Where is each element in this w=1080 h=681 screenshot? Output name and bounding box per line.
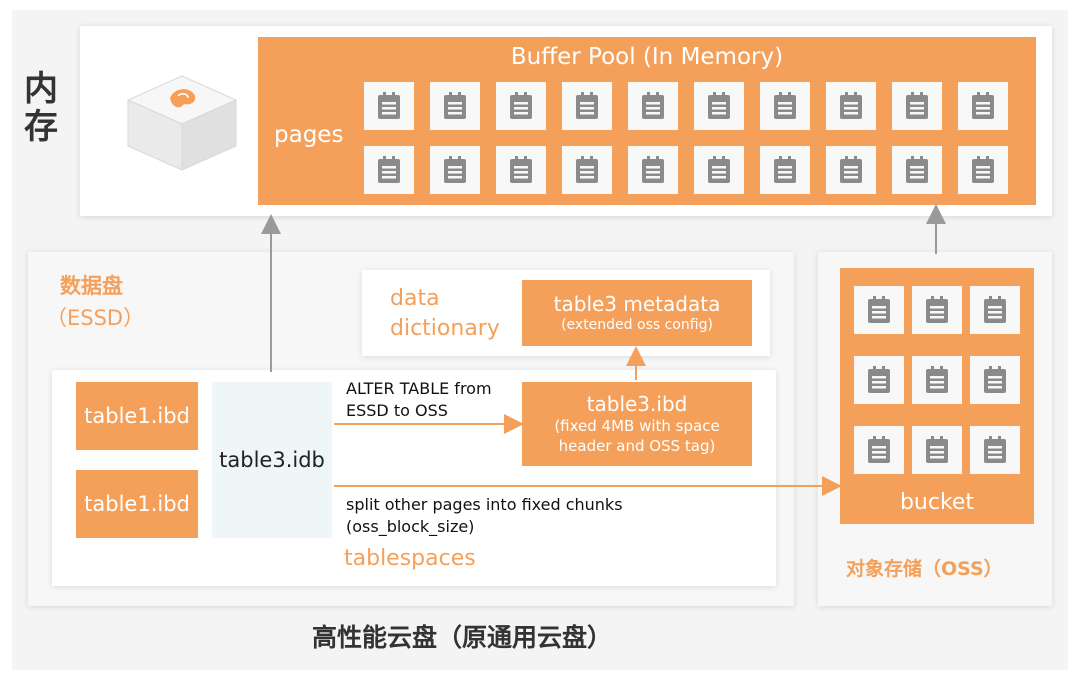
table1-ibd-box-1: table1.ibd	[76, 382, 198, 450]
disk-title: 数据盘	[60, 274, 123, 298]
page-icon	[854, 356, 904, 404]
table3-idb-box: table3.idb	[212, 382, 332, 538]
data-dictionary-label: data dictionary	[390, 286, 500, 341]
table3-ibd-sub1: (fixed 4MB with space	[554, 417, 720, 435]
page-icon	[364, 146, 414, 194]
page-icon	[430, 146, 480, 194]
page-icon	[562, 82, 612, 130]
page-icon	[628, 82, 678, 130]
page-icon	[364, 82, 414, 130]
page-icon	[496, 146, 546, 194]
page-icon	[912, 426, 962, 474]
metadata-subtitle: (extended oss config)	[561, 317, 713, 333]
page-icon	[694, 146, 744, 194]
bucket-label: bucket	[899, 490, 975, 515]
table3-ibd-title: table3.ibd	[586, 392, 688, 416]
page-icon	[562, 146, 612, 194]
page-icon	[430, 82, 480, 130]
page-icon	[892, 82, 942, 130]
table1-ibd-box-2: table1.ibd	[76, 470, 198, 538]
page-icon	[628, 146, 678, 194]
page-icon	[912, 356, 962, 404]
page-icon	[694, 82, 744, 130]
table3-ibd-sub2: header and OSS tag)	[558, 437, 716, 455]
page-icon	[854, 426, 904, 474]
buffer-pool-title: Buffer Pool (In Memory)	[510, 44, 784, 70]
page-icon	[892, 146, 942, 194]
page-icon	[496, 82, 546, 130]
database-cube-icon	[126, 75, 238, 171]
page-icon	[970, 426, 1020, 474]
table3-idb-label: table3.idb	[219, 448, 325, 472]
oss-title: 对象存储（OSS）	[846, 558, 1003, 580]
page-icon	[826, 82, 876, 130]
pages-label: pages	[274, 122, 344, 148]
page-icon	[970, 286, 1020, 334]
table3-metadata-box: table3 metadata (extended oss config)	[522, 280, 752, 346]
disk-subtitle: （ESSD）	[46, 306, 145, 330]
page-icon	[970, 356, 1020, 404]
page-icon	[854, 286, 904, 334]
split-pages-label: split other pages into fixed chunks (oss…	[346, 495, 623, 536]
page-icon	[958, 146, 1008, 194]
page-icon	[958, 82, 1008, 130]
disk-footer-title: 高性能云盘（原通用云盘）	[312, 623, 613, 652]
table1-ibd-label-2: table1.ibd	[84, 492, 190, 516]
page-icon	[760, 146, 810, 194]
memory-title: 内 存	[24, 69, 58, 147]
tablespaces-label: tablespaces	[344, 546, 476, 571]
alter-table-label: ALTER TABLE from ESSD to OSS	[346, 379, 492, 420]
page-icon	[912, 286, 962, 334]
metadata-title: table3 metadata	[553, 292, 721, 316]
table3-ibd-box: table3.ibd (fixed 4MB with space header …	[522, 382, 752, 466]
page-icon	[760, 82, 810, 130]
table1-ibd-label-1: table1.ibd	[84, 404, 190, 428]
page-icon	[826, 146, 876, 194]
